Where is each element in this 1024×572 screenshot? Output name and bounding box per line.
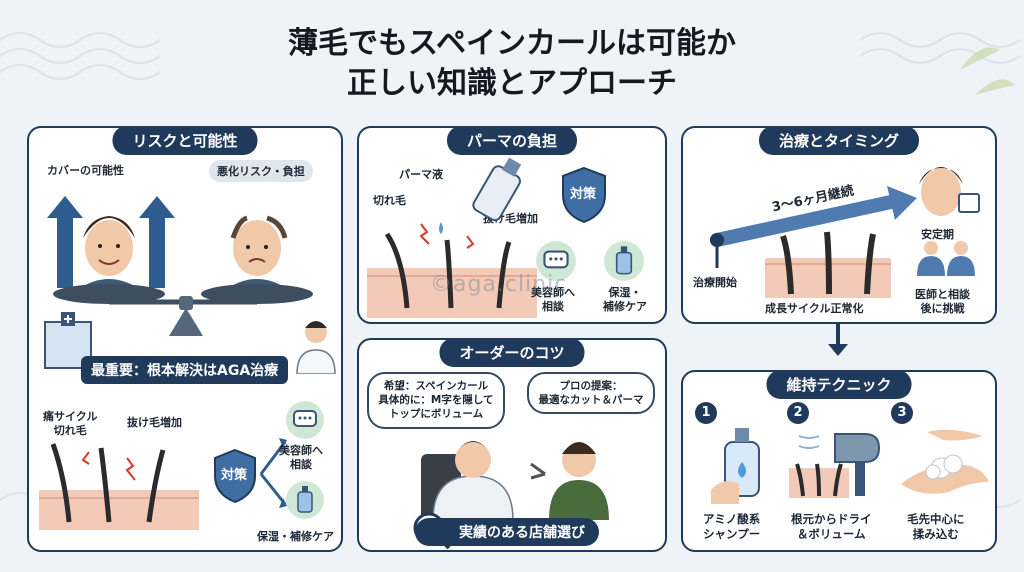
risk-care-label: 保湿・補修ケア xyxy=(257,530,334,543)
risk-panel: リスクと可能性 カバーの可能性 悪化リスク・負担 最重要：根 xyxy=(27,126,343,552)
step2-label: 根元からドライ ＆ボリューム xyxy=(791,512,872,541)
treatment-timing-panel: 治療とタイミング 3〜6ヶ月継続 治療開始 安定期 成長サイクル正常化 医師と相… xyxy=(681,126,997,324)
step1-label: アミノ酸系 シャンプー xyxy=(703,512,761,541)
maintenance-panel-title: 維持テクニック xyxy=(766,372,912,399)
risk-measures-badge: 対策 xyxy=(221,468,248,483)
worsening-risk-label: 悪化リスク・負担 xyxy=(209,160,313,182)
risk-salon-consult-label: 美容師へ 相談 xyxy=(279,444,323,472)
doctor-icon xyxy=(296,321,336,374)
step3-label: 毛先中心に 揉み込む xyxy=(907,512,965,541)
step1-number: 1 xyxy=(695,402,717,424)
hair-follicle-illustration xyxy=(39,443,199,530)
perm-measures-shield-icon xyxy=(562,166,606,224)
pro-proposal-bubble: プロの提案： 最適なカット＆パーマ xyxy=(527,372,655,415)
cover-possibility-label: カバーの可能性 xyxy=(47,164,124,177)
risk-hairloss-label: 抜け毛増加 xyxy=(127,416,182,429)
doctor-consult-label: 医師と相談 後に挑戦 xyxy=(915,288,970,316)
perm-liquid-bottle-illustration xyxy=(367,157,537,318)
perm-salon-consult-label: 美容師へ 相談 xyxy=(531,286,575,314)
shampoo-bottle-icon xyxy=(711,428,760,504)
chat-icon xyxy=(286,401,324,439)
salon-scene-illustration xyxy=(421,441,609,520)
salon-sign-text: SALON xyxy=(419,522,446,530)
step3-number: 3 xyxy=(891,402,913,424)
foam-hands-icon xyxy=(901,429,989,494)
perm-panel-title: パーマの負担 xyxy=(446,128,578,155)
balance-scale-illustration xyxy=(47,196,313,336)
perm-chat-icon xyxy=(536,241,576,281)
page-title-line1: 薄毛でもスペインカールは可能か xyxy=(288,26,736,61)
customer-request-bubble: 希望：スペインカール 具体的に：M字を隠して トップにボリューム xyxy=(367,372,505,429)
treatment-panel-title: 治療とタイミング xyxy=(758,128,920,155)
perm-care-label: 保湿・ 補修ケア xyxy=(603,286,647,314)
perm-measures-badge: 対策 xyxy=(570,187,597,202)
maintenance-panel: 維持テクニック 1 2 3 アミノ酸系 シャンプー 根元からドライ ＆ボリューム… xyxy=(681,370,997,552)
stable-period-label: 安定期 xyxy=(921,228,954,241)
order-tips-panel: オーダーのコツ 希望：スペインカール 具体的に：M字を隠して トップにボリューム… xyxy=(357,338,667,552)
step2-number: 2 xyxy=(787,402,809,424)
perm-liquid-label: パーマ液 xyxy=(399,168,443,181)
proven-salon-pill: 実績のある店舗選び xyxy=(415,518,599,546)
care-bottle-icon xyxy=(286,481,324,519)
watermark-text: ©aga.clinic xyxy=(430,272,568,297)
page-title-line2: 正しい知識とアプローチ xyxy=(347,66,677,101)
aga-priority-banner: 最重要：根本解決はAGA治療 xyxy=(81,356,289,384)
order-panel-title: オーダーのコツ xyxy=(439,340,585,367)
perm-care-bottle-icon xyxy=(604,241,644,281)
treatment-progress-arrow xyxy=(710,167,980,298)
perm-burden-panel: パーマの負担 パーマ液 切れ毛 抜け毛増加 対策 美容師へ 相談 保湿・ 補修ケ… xyxy=(357,126,667,324)
measures-shield-icon xyxy=(214,448,256,504)
cycle-breakage-label: 痛サイクル 切れ毛 xyxy=(43,410,98,438)
risk-panel-title: リスクと可能性 xyxy=(112,128,258,155)
hair-dryer-icon xyxy=(789,433,881,498)
perm-breakage-label: 切れ毛 xyxy=(373,194,406,207)
growth-cycle-label: 成長サイクル正常化 xyxy=(765,302,864,315)
treatment-start-label: 治療開始 xyxy=(693,276,737,289)
branch-arrows xyxy=(259,438,287,508)
down-arrow xyxy=(828,324,848,356)
